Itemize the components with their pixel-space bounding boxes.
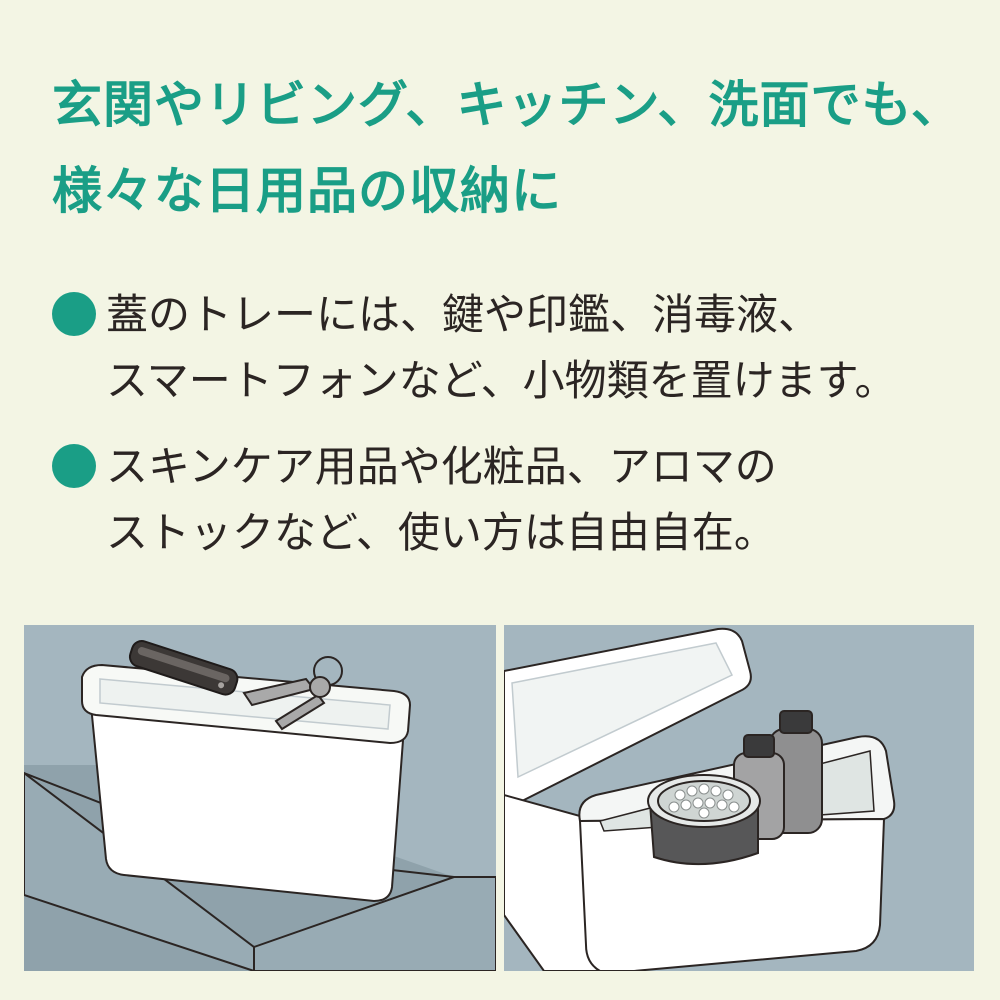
feature-list: 蓋のトレーには、鍵や印鑑、消毒液、 スマートフォンなど、小物類を置けます。 スキ…: [52, 282, 972, 586]
illustration-box-with-bottles: [504, 625, 974, 971]
feature-item-storage: スキンケア用品や化粧品、アロマの ストックなど、使い方は自由自在。: [52, 434, 972, 566]
feature-text: 蓋のトレーには、鍵や印鑑、消毒液、 スマートフォンなど、小物類を置けます。: [106, 282, 972, 414]
feature-item-tray: 蓋のトレーには、鍵や印鑑、消毒液、 スマートフォンなど、小物類を置けます。: [52, 282, 972, 414]
bullet-dot-icon: [52, 292, 96, 336]
feature-text: スキンケア用品や化粧品、アロマの ストックなど、使い方は自由自在。: [106, 434, 972, 566]
headline-line-1: 玄関やリビング、キッチン、洗面でも、: [52, 76, 962, 134]
bullet-dot-icon: [52, 444, 96, 488]
feature-text-line-1: スキンケア用品や化粧品、アロマの: [106, 442, 777, 491]
headline-line-2: 様々な日用品の収納に: [52, 162, 562, 220]
feature-text-line-2: ストックなど、使い方は自由自在。: [106, 508, 776, 557]
box-with-keys-illustration: [24, 625, 496, 971]
headline: 玄関やリビング、キッチン、洗面でも、 様々な日用品の収納に: [52, 62, 982, 234]
feature-text-line-2: スマートフォンなど、小物類を置けます。: [106, 356, 897, 405]
feature-text-line-1: 蓋のトレーには、鍵や印鑑、消毒液、: [106, 290, 821, 339]
illustration-box-with-keys: [24, 625, 496, 971]
box-with-bottles-illustration: [504, 625, 974, 971]
